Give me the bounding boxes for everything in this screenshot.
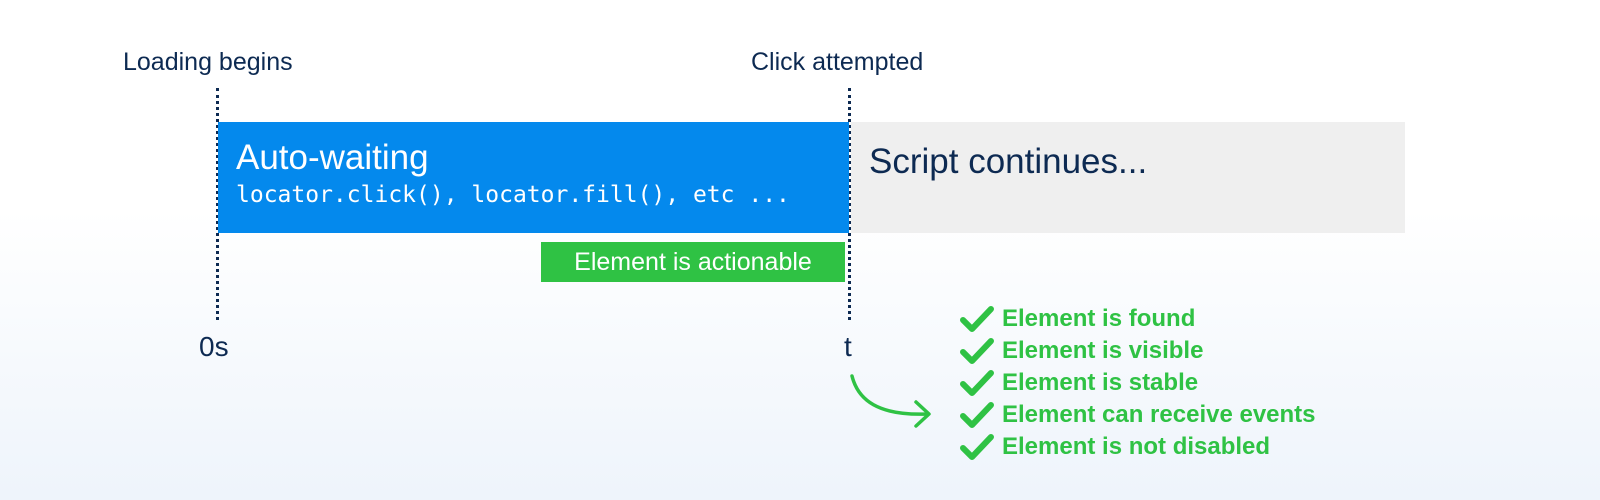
check-item-label: Element is not disabled	[1002, 433, 1271, 460]
check-item-label: Element can receive events	[1002, 401, 1316, 428]
check-item: Element is found	[960, 303, 1316, 335]
click-attempted-label: Click attempted	[751, 48, 924, 76]
loading-begins-label: Loading begins	[123, 48, 293, 76]
checkmark-icon	[960, 434, 994, 460]
timeline-end-label: t	[844, 331, 852, 362]
auto-waiting-title: Auto-waiting	[236, 138, 429, 177]
checkmark-icon	[960, 402, 994, 428]
script-continues-text: Script continues...	[869, 142, 1148, 181]
click-marker-line	[848, 88, 851, 320]
auto-waiting-code: locator.click(), locator.fill(), etc ...	[236, 182, 790, 208]
script-continues-bar: Script continues...	[851, 122, 1405, 233]
actionability-checklist: Element is found Element is visible Elem…	[960, 303, 1316, 463]
curved-arrow-icon	[850, 374, 931, 428]
timeline-start-label: 0s	[199, 331, 229, 362]
check-item: Element is stable	[960, 367, 1316, 399]
check-item: Element is not disabled	[960, 431, 1316, 463]
check-item: Element can receive events	[960, 399, 1316, 431]
check-item-label: Element is stable	[1002, 369, 1199, 396]
auto-waiting-bar: Auto-waiting locator.click(), locator.fi…	[218, 122, 849, 233]
checkmark-icon	[960, 370, 994, 396]
start-marker-line	[216, 88, 219, 320]
check-item: Element is visible	[960, 335, 1316, 367]
check-item-label: Element is visible	[1002, 337, 1204, 364]
checkmark-icon	[960, 338, 994, 364]
check-item-label: Element is found	[1002, 305, 1196, 332]
checkmark-icon	[960, 306, 994, 332]
actionable-badge: Element is actionable	[541, 242, 845, 282]
